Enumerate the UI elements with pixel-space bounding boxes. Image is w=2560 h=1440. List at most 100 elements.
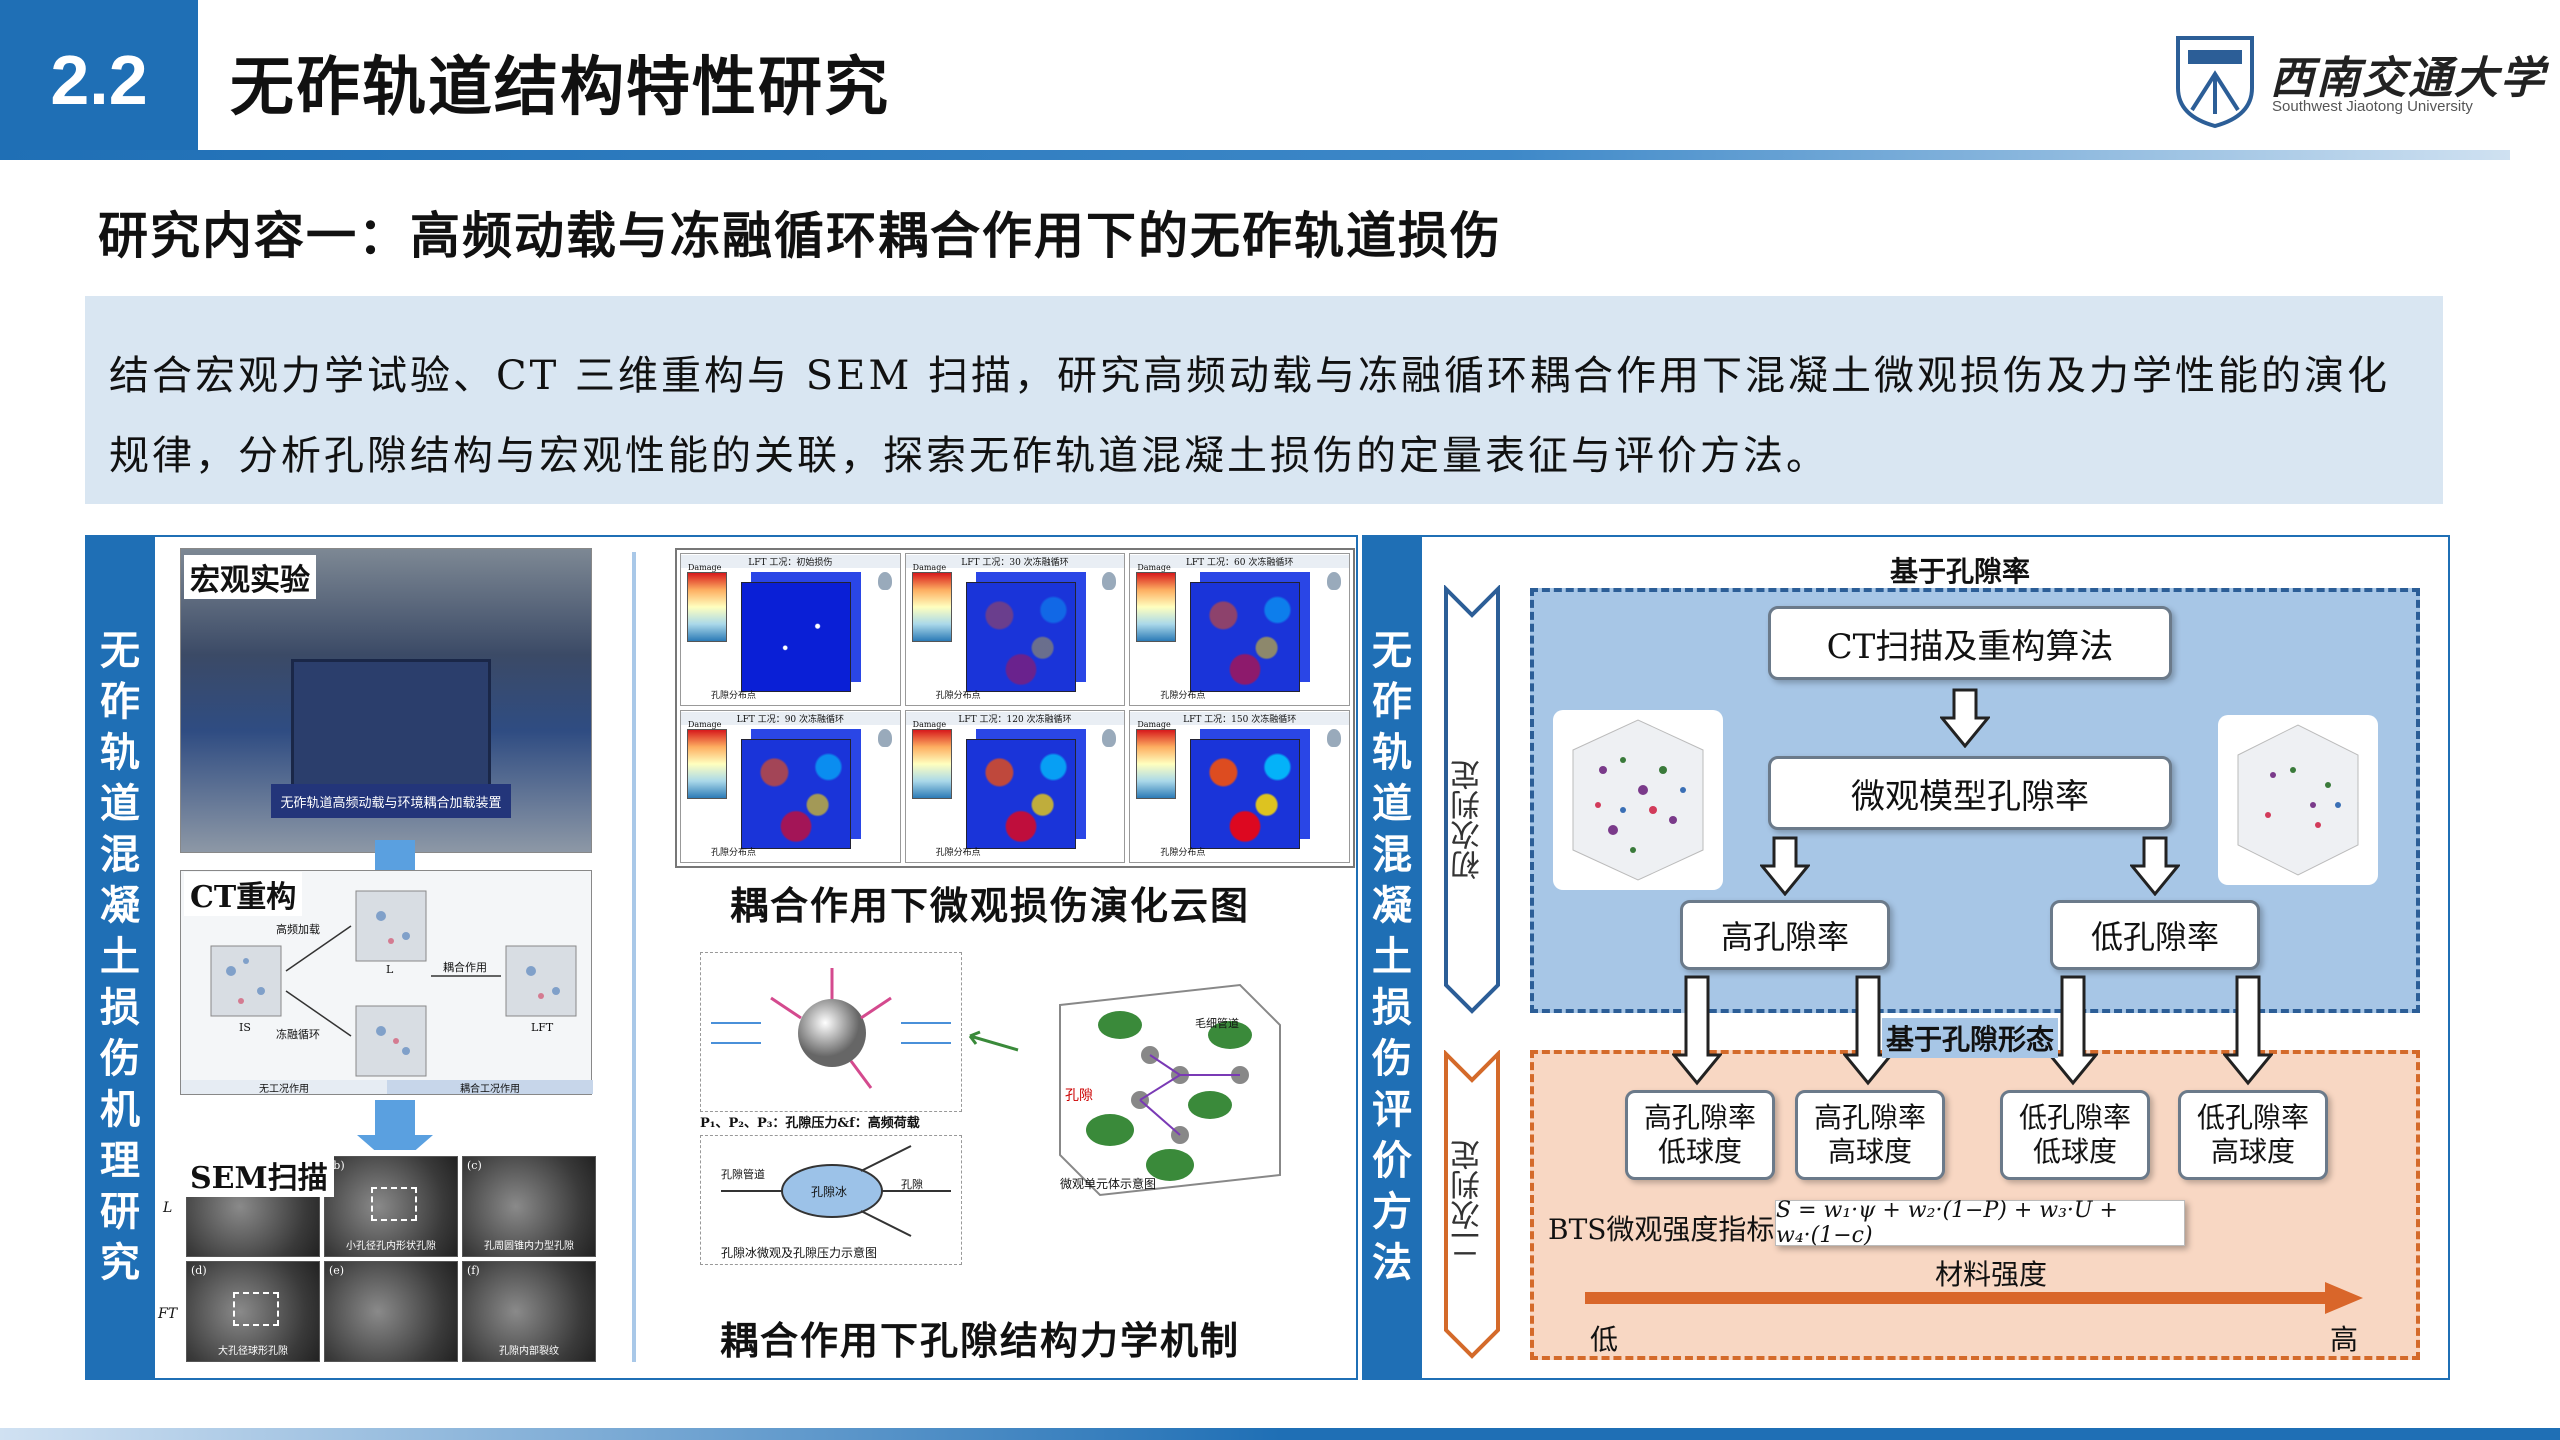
sem-tile-text: 孔隙内部裂纹	[499, 1346, 559, 1357]
cloud-tile-logo-icon	[877, 572, 892, 590]
cloud-tile-tag: 孔隙分布点	[935, 691, 981, 701]
sem-tile-tag: (e)	[329, 1264, 345, 1277]
vertical-title-char: 损	[100, 984, 140, 1031]
strength-low: 低	[1590, 1323, 1619, 1356]
low-porosity-box: 低孔隙率	[2050, 900, 2260, 970]
ct-model-particles	[1572, 719, 1704, 881]
sem-tile-tag: (d)	[191, 1264, 207, 1277]
arrow-left-icon	[968, 1030, 1019, 1052]
sem-tile-tag: (c)	[467, 1159, 482, 1172]
cloud-tile-title: LFT 工况：30 次冻融循环	[905, 555, 1125, 568]
result-line: 低孔隙率	[2196, 1101, 2309, 1134]
result-line: 低球度	[2032, 1135, 2117, 1168]
result-line: 低孔隙率	[2018, 1101, 2131, 1134]
cloud-tile-title: LFT 工况：120 次冻融循环	[905, 712, 1125, 725]
arrow-down-icon	[2223, 975, 2273, 1086]
cloud-legend: Damage	[687, 720, 727, 799]
intro-text: 结合宏观力学试验、CT 三维重构与 SEM 扫描，研究高频动载与冻融循环耦合作用…	[109, 353, 2390, 479]
cloud-legend-title: Damage	[1137, 720, 1171, 729]
vertical-title-char: 轨	[1372, 729, 1412, 776]
chevron-first-judge-icon	[1444, 585, 1500, 1014]
header-rule	[0, 150, 2510, 160]
cloud-cube	[741, 739, 851, 849]
cloud-cube	[1190, 582, 1301, 692]
cloud-tile-logo-icon	[1102, 572, 1117, 590]
left-vertical-title-strip: 无砟轨道混凝土损伤机理研究	[85, 535, 155, 1380]
ct-model-image-right	[2218, 715, 2378, 885]
bts-formula: S = w₁·ψ + w₂·(1−P) + w₃·U + w₄·(1−c)	[1775, 1198, 2185, 1248]
result-line: 低球度	[1657, 1135, 1742, 1168]
section-heading: 研究内容一：高频动载与冻融循环耦合作用下的无砟轨道损伤	[98, 206, 1502, 265]
arrow-down-icon	[1760, 836, 1810, 896]
right-vertical-title-strip: 无砟轨道混凝土损伤评价方法	[1362, 535, 1422, 1380]
cloud-legend: Damage	[911, 720, 952, 799]
cloud-cube	[965, 739, 1076, 849]
cloud-tile-tag: 孔隙分布点	[935, 848, 981, 858]
cloud-legend-title: Damage	[912, 563, 947, 572]
mech-matrix: 毛细管道	[1195, 1017, 1239, 1030]
vertical-title-char: 伤	[1372, 1035, 1412, 1082]
cloud-caption: 耦合作用下微观损伤演化云图	[730, 883, 1251, 928]
cloud-tile-logo-icon	[1102, 729, 1117, 747]
porosity-basis-label: 基于孔隙率	[1890, 555, 2031, 588]
loading-device	[291, 659, 491, 789]
result-high-high: 高孔隙率高球度	[1795, 1090, 1945, 1180]
micro-element-diagram: 孔隙 毛细管道 微观单元体示意图	[1000, 965, 1300, 1205]
label-ct: CT重构	[184, 872, 303, 916]
result-line: 高孔隙率	[1643, 1101, 1756, 1134]
logo-english-name: Southwest Jiaotong University	[2272, 98, 2473, 115]
cloud-tile-title: LFT 工况：150 次冻融循环	[1130, 712, 1349, 725]
sem-tile: (d)大孔径球形孔隙	[186, 1261, 320, 1362]
footer-rule	[0, 1428, 2560, 1440]
university-logo	[2176, 36, 2254, 129]
ct-model-particles	[2237, 724, 2359, 876]
sem-row-label-l: L	[163, 1200, 173, 1216]
ct-footer-coupled: 耦合工况作用	[387, 1080, 593, 1095]
vertical-title-char: 混	[1372, 831, 1412, 878]
vertical-title-char: 理	[100, 1137, 140, 1184]
cloud-tile-logo-icon	[1327, 729, 1341, 747]
section-number: 2.2	[50, 41, 148, 119]
sem-tile-text: 孔周圆锥内力型孔隙	[484, 1241, 574, 1252]
result-low-high: 低孔隙率高球度	[2178, 1090, 2328, 1180]
sem-highlight-box	[233, 1291, 280, 1327]
arrow-down-icon	[1843, 975, 1893, 1086]
vertical-title-char: 凝	[1372, 882, 1412, 929]
cloud-legend: Damage	[911, 563, 952, 642]
mech-note-1: P₁、P₂、P₃：孔隙压力&f：高频荷载	[700, 1116, 920, 1131]
cloud-legend-title: Damage	[1137, 563, 1171, 572]
sem-tile: (b)小孔径孔内形状孔隙	[324, 1156, 458, 1257]
label-macro: 宏观实验	[184, 555, 316, 599]
logo-chinese-name: 西南交通大学	[2270, 53, 2546, 104]
arrow-down-icon	[1940, 688, 1990, 748]
device-banner: 无砟轨道高频动载与环境耦合加载装置	[271, 784, 511, 818]
first-judge-label: 初次判定	[1451, 760, 1486, 880]
mech-pore-channel: 孔隙管道	[721, 1168, 765, 1181]
cloud-tile-tag: 孔隙分布点	[1160, 691, 1206, 701]
cloud-legend: Damage	[1136, 563, 1177, 642]
vertical-title-char: 无	[100, 627, 140, 674]
vertical-title-char: 评	[1372, 1086, 1412, 1133]
cloud-tile-logo-icon	[877, 729, 892, 747]
vertical-title-char: 机	[100, 1086, 140, 1133]
ct-cubes	[210, 890, 577, 1077]
ct-scan-box: CT扫描及重构算法	[1768, 606, 2172, 680]
cloud-legend-title: Damage	[688, 720, 722, 729]
vertical-title-char: 究	[100, 1239, 140, 1286]
sem-tile-tag: (f)	[467, 1264, 480, 1277]
cloud-legend-title: Damage	[688, 563, 722, 572]
pore-pressure-diagram	[700, 952, 962, 1112]
strength-arrow-icon	[1585, 1282, 2363, 1314]
vertical-title-char: 方	[1372, 1188, 1412, 1235]
strength-label: 材料强度	[1935, 1258, 2048, 1291]
section-number-badge: 2.2	[0, 0, 198, 160]
ct-label-high-freq: 高频加载	[276, 923, 320, 936]
vertical-title-char: 无	[1372, 627, 1412, 674]
mech-pore-ice: 孔隙冰	[811, 1185, 848, 1199]
ct-label-is: IS	[239, 1021, 251, 1034]
ct-label-coupling: 耦合作用	[443, 961, 487, 974]
